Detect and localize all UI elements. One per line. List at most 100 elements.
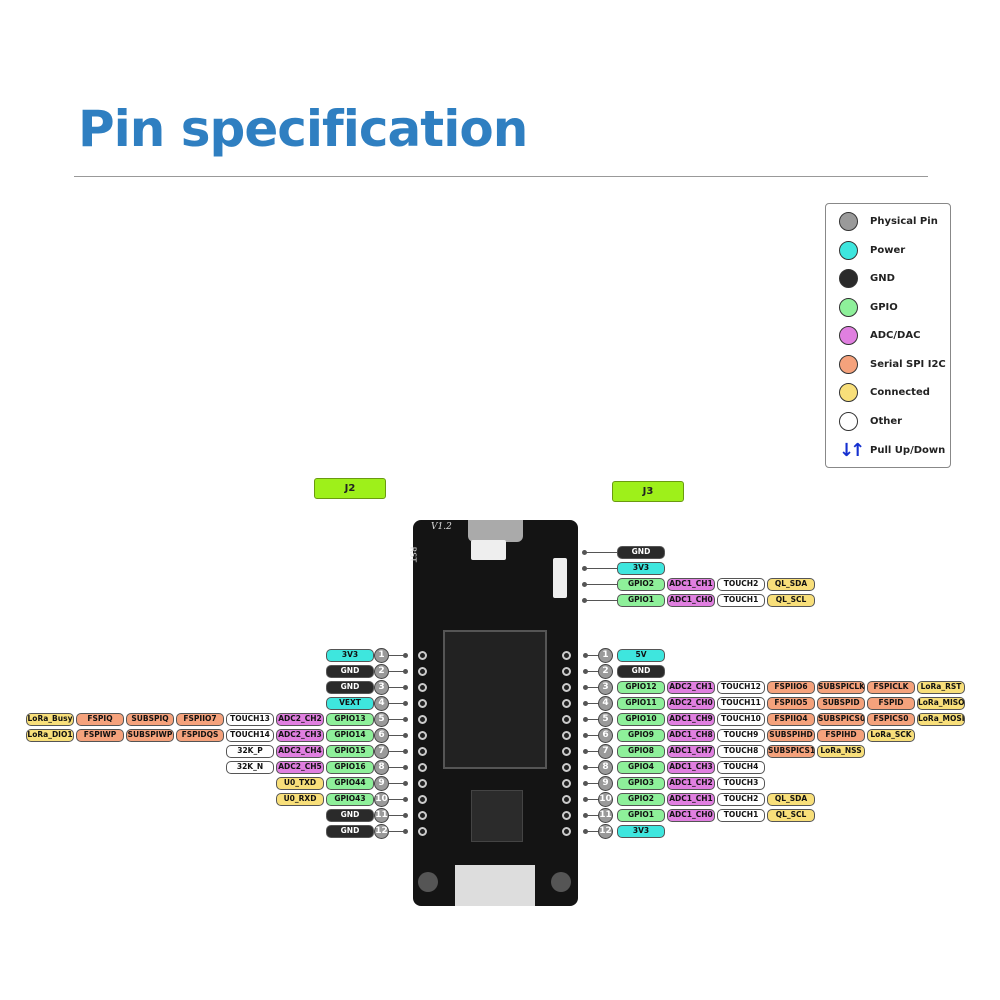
pin-lead [585,552,617,553]
physical-pin-number: 7 [374,744,389,759]
pin-dot [403,749,408,754]
pin-function-adc: ADC2_CH5 [276,761,324,774]
pin-function-gpio: GPIO44 [326,777,374,790]
header-hole [562,699,571,708]
physical-pin-number: 12 [598,824,613,839]
pin-function-adc: ADC1_CH0 [667,594,715,607]
legend-label: Serial SPI I2C [870,358,946,370]
mount-hole [551,872,571,892]
pin-function-gpio: GPIO12 [617,681,665,694]
serial-swatch-icon [839,354,858,374]
pin-dot [403,813,408,818]
pin-lead [389,799,405,800]
physical-pin-number: 10 [374,792,389,807]
header-hole [562,763,571,772]
pin-function-power: 5V [617,649,665,662]
pin-function-other: TOUCH9 [717,729,765,742]
physical-pin-number: 4 [598,696,613,711]
header-hole [418,779,427,788]
header-hole [418,683,427,692]
usb-c-port [468,520,523,542]
header-j2-label: J2 [314,478,386,499]
legend-label: Physical Pin [870,216,938,227]
pin-function-serial: FSPICLK [867,681,915,694]
pin-function-serial: SUBSPIWP [126,729,174,742]
pin-dot [403,653,408,658]
pin-function-adc: ADC1_CH8 [667,729,715,742]
legend-item-gnd: GND [839,269,895,288]
header-hole [562,667,571,676]
pin-function-serial: SUBSPIQ [126,713,174,726]
pin-function-gpio: GPIO4 [617,761,665,774]
header-hole [418,715,427,724]
pin-lead [389,767,405,768]
pin-lead [586,767,598,768]
header-hole [418,795,427,804]
pin-function-gnd: GND [326,681,374,694]
pin-function-other: TOUCH2 [717,578,765,591]
pin-function-power: 3V3 [617,825,665,838]
pin-lead [389,815,405,816]
physical-pin-number: 2 [374,664,389,679]
qwiic-connector [553,558,567,598]
pin-dot [583,781,588,786]
header-hole [562,715,571,724]
pin-function-connected: QL_SDA [767,578,815,591]
legend-label: ADC/DAC [870,330,921,341]
header-hole [418,699,427,708]
pin-dot [583,685,588,690]
pin-function-connected: LoRa_SCK [867,729,915,742]
header-hole [418,811,427,820]
pin-function-gpio: GPIO8 [617,745,665,758]
pin-function-serial: SUBSPID [817,697,865,710]
pin-dot [583,701,588,706]
pin-function-connected: LoRa_MISO [917,697,965,710]
pin-lead [389,751,405,752]
adc-swatch-icon [839,326,858,345]
physical-pin-number: 6 [598,728,613,743]
pin-function-adc: ADC2_CH0 [667,697,715,710]
pin-dot [583,829,588,834]
pin-function-serial: FSPIIO6 [767,681,815,694]
physical-pin-number: 7 [598,744,613,759]
pin-function-serial: FSPIWP [76,729,124,742]
pin-function-adc: ADC1_CH3 [667,761,715,774]
legend-item-serial: Serial SPI I2C [839,354,946,374]
legend-item-adc: ADC/DAC [839,326,920,345]
pin-dot [583,813,588,818]
header-hole [562,779,571,788]
pin-lead [389,735,405,736]
pin-function-gnd: GND [326,665,374,678]
pin-lead [389,783,405,784]
pin-function-other: TOUCH8 [717,745,765,758]
pin-function-adc: ADC2_CH2 [276,713,324,726]
pin-function-serial: SUBSPICS0 [817,713,865,726]
pin-dot [403,685,408,690]
physical-pin-number: 9 [598,776,613,791]
other-swatch-icon [839,411,858,431]
pin-lead [586,815,598,816]
pin-function-other: 32K_N [226,761,274,774]
pin-function-connected: LoRa_MOSI [917,713,965,726]
header-hole [562,827,571,836]
physical-pin-number: 9 [374,776,389,791]
pin-lead [586,671,598,672]
physical-pin-number: 1 [598,648,613,663]
pin-dot [583,653,588,658]
pin-function-serial: SUBSPICS1 [767,745,815,758]
pin-function-serial: FSPICS0 [867,713,915,726]
pin-function-gpio: GPIO10 [617,713,665,726]
legend-label: Power [870,244,906,256]
up-down-arrows-icon: ↓↑ [839,440,865,461]
pin-function-other: TOUCH10 [717,713,765,726]
physical-pin-number: 4 [374,696,389,711]
physical-pin-number: 6 [374,728,389,743]
pin-function-gnd: GND [326,825,374,838]
pin-dot [582,598,587,603]
physical-swatch-icon [839,212,858,231]
physical-pin-number: 3 [598,680,613,695]
legend-label: Other [870,415,903,427]
pin-dot [582,550,587,555]
pin-function-serial: FSPIIO5 [767,697,815,710]
